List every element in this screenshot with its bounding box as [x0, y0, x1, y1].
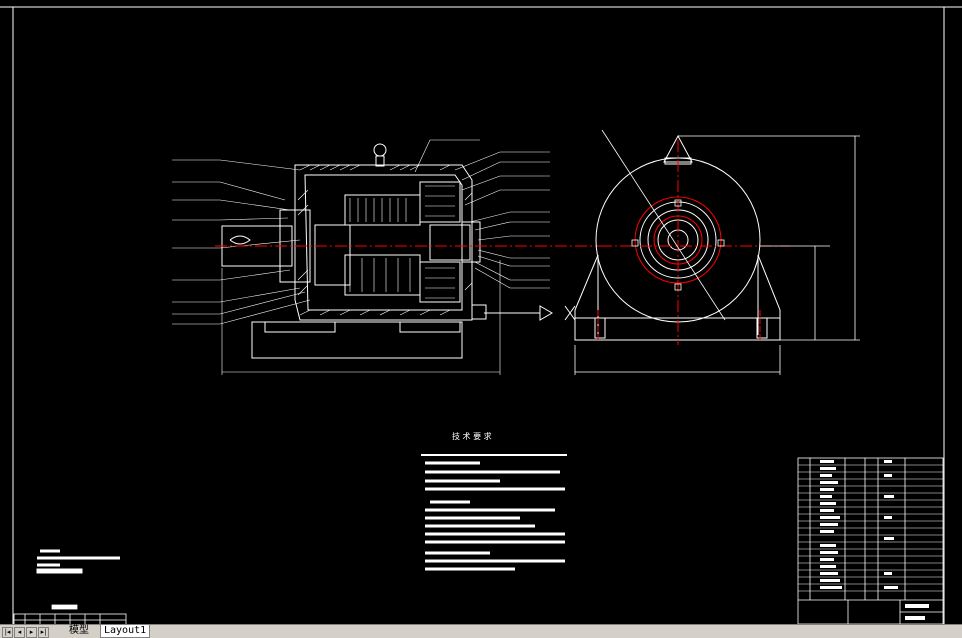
- parts-list: [797, 457, 944, 625]
- tech-notes: [421, 454, 567, 571]
- leader-lines-left: [172, 159, 311, 325]
- layout-tab-bar: |◂ ◂ ▸ ▸| 模型 Layout1: [0, 624, 962, 638]
- housing-hatch: [297, 164, 473, 316]
- side-view-red: [597, 140, 790, 345]
- front-dimension: [221, 260, 501, 375]
- next-icon[interactable]: ▸: [26, 627, 37, 638]
- gear-teeth: [349, 185, 455, 299]
- prev-icon[interactable]: ◂: [14, 627, 25, 638]
- parts-list-text: [820, 460, 929, 620]
- left-notes: [36, 549, 120, 574]
- parts-list-rows: [798, 464, 943, 592]
- tech-title: 技 术 要 求: [452, 431, 492, 441]
- flow-arrows: [484, 305, 576, 321]
- first-icon[interactable]: |◂: [2, 627, 13, 638]
- leader-lines-right: [414, 139, 550, 289]
- front-section-view: [221, 143, 487, 359]
- tab-model[interactable]: 模型: [69, 625, 89, 636]
- side-view-details: [574, 129, 860, 375]
- last-icon[interactable]: ▸|: [38, 627, 49, 638]
- tab-layout1[interactable]: Layout1: [100, 625, 151, 638]
